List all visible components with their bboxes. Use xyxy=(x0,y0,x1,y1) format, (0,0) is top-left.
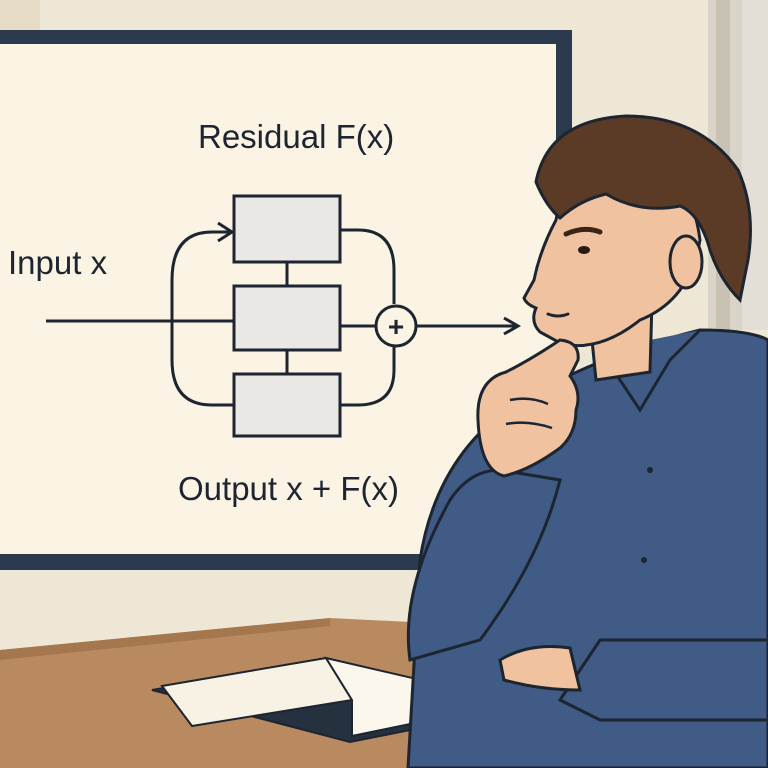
output-label: Output x + F(x) xyxy=(178,470,399,507)
input-label: Input x xyxy=(8,244,108,281)
shirt-button-1 xyxy=(647,467,653,473)
block-middle xyxy=(232,284,342,352)
eye xyxy=(578,246,590,254)
sum-symbol: + xyxy=(388,311,404,342)
desk-edge-shade xyxy=(0,618,330,660)
block-top xyxy=(232,194,342,264)
resting-hand xyxy=(498,645,582,692)
wall-shadow-strip xyxy=(0,0,40,34)
window-bar-2 xyxy=(742,0,768,330)
eyebrow xyxy=(563,226,603,237)
block-bottom xyxy=(232,372,342,438)
skip-loop-right-bottom xyxy=(340,345,396,407)
resting-arm-sleeve xyxy=(557,638,768,722)
skip-loop-left xyxy=(170,230,234,407)
person xyxy=(406,114,768,768)
skip-loop-right xyxy=(340,228,396,304)
finger-line-2 xyxy=(505,421,553,430)
arrow-right-icon xyxy=(503,316,522,336)
shirt-button-2 xyxy=(641,557,647,563)
finger-line-1 xyxy=(509,397,549,406)
mouth xyxy=(546,312,570,318)
residual-diagram xyxy=(46,194,522,438)
raised-arm-sleeve xyxy=(406,468,562,662)
ear xyxy=(668,234,704,290)
arrowhead-into-top-block xyxy=(217,221,235,243)
hair xyxy=(534,114,752,304)
diagram-title: Residual F(x) xyxy=(198,118,395,155)
thinking-hand xyxy=(476,338,580,478)
